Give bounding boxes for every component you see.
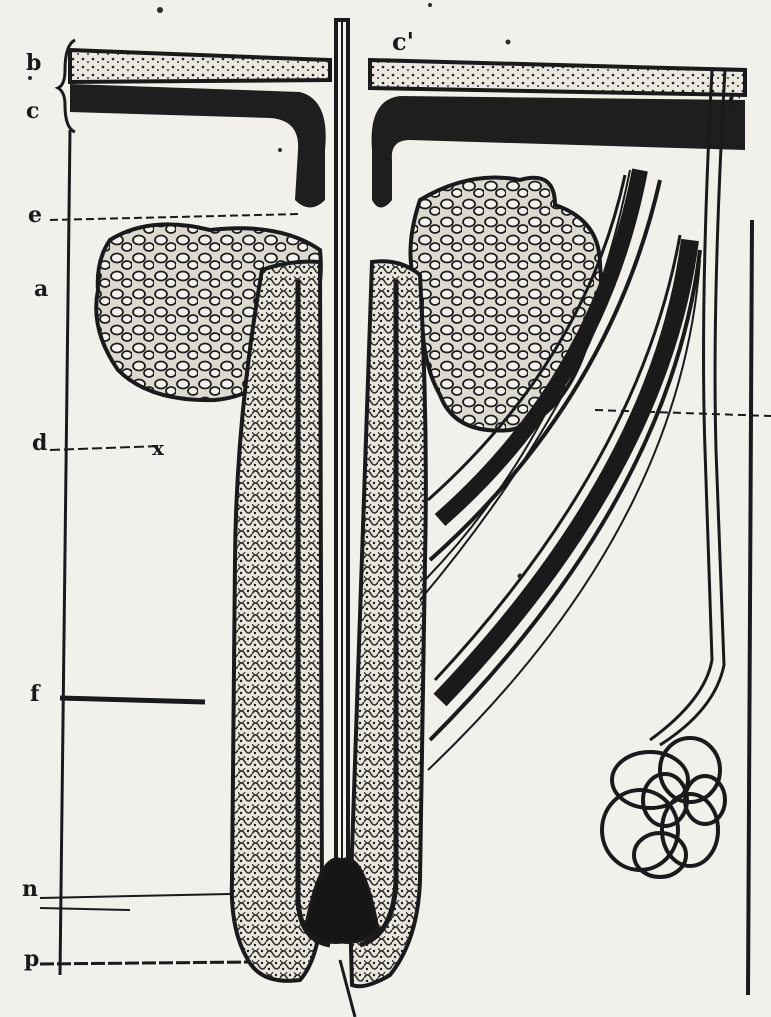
label-n: n — [22, 878, 38, 900]
label-b: b — [26, 52, 41, 74]
label-c-prime: c' — [392, 30, 414, 54]
label-e: e — [28, 204, 42, 226]
label-c-right: c — [728, 88, 741, 110]
label-p: p — [24, 948, 39, 970]
label-a: a — [34, 278, 48, 300]
label-f: f — [30, 683, 39, 705]
label-c-top: c — [26, 100, 39, 122]
label-x: x — [152, 438, 164, 458]
label-d: d — [32, 432, 47, 454]
